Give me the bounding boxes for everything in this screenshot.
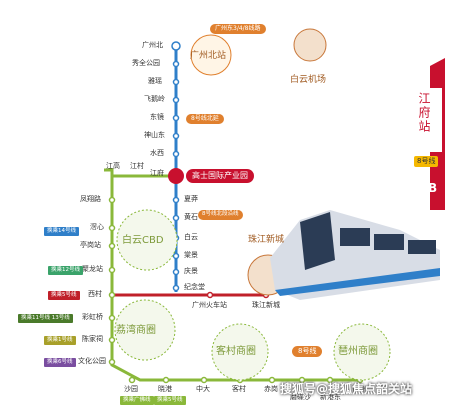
side-banner <box>412 58 445 210</box>
station-jiniantang: 纪念堂 <box>184 283 205 291</box>
train-graphic <box>270 210 440 300</box>
banner-station: 江府站 <box>417 92 431 134</box>
station-jiaoxin: 滘心 <box>90 223 104 231</box>
station-modiesha: 磨碟沙 <box>290 393 311 401</box>
station-tinggang: 亭岗站 <box>80 241 101 249</box>
tag-line14: 换乘14号线 <box>44 227 79 236</box>
area-pearl-river: 珠江新城 <box>248 235 285 245</box>
line8-south-callout: 8号线 <box>292 346 323 357</box>
station-xiaogang: 晓港 <box>158 385 172 393</box>
green-line-branch <box>104 168 114 176</box>
station-xingangdong: 新港东 <box>320 393 341 401</box>
line8-north-ext-callout: 8号线北段沿线 <box>198 210 243 220</box>
station-chigang: 赤岗 <box>264 385 278 393</box>
station-qingjing: 庆景 <box>184 267 198 275</box>
station-fengxiang: 凤翔路 <box>80 195 101 203</box>
station-shuixi: 水西 <box>150 149 164 157</box>
tag-guangfo: 换乘广佛线 <box>120 396 154 405</box>
station-pazhou: 琶洲 <box>352 385 366 393</box>
tag-line1: 换乘1号线 <box>44 336 76 345</box>
area-lihu: 荔湾商圈 <box>116 325 156 336</box>
station-xicun: 西村 <box>88 290 102 298</box>
station-jianggao: 江高 <box>106 162 120 170</box>
station-kecun: 客村 <box>232 385 246 393</box>
north-station-dots <box>171 41 181 158</box>
left-station-dots <box>108 196 116 366</box>
station-huangshi: 黄石 <box>184 213 198 221</box>
area-circles <box>114 28 391 381</box>
station-baiyun: 白云 <box>184 233 198 241</box>
station-yayao: 雅瑶 <box>148 77 162 85</box>
station-jiangcun: 江村 <box>130 162 144 170</box>
watermark: 搜狐号@搜狐焦点韶关站 <box>280 382 413 396</box>
area-airport: 白云机场 <box>290 75 327 85</box>
station-xiamang: 夏莽 <box>184 195 198 203</box>
tag-line12: 换乘12号线 <box>48 266 83 275</box>
airport-line-callout: 广州东3/4/8线路 <box>210 24 266 34</box>
area-kecun: 客村商圈 <box>216 346 256 357</box>
right-station-dots <box>172 196 180 292</box>
park-node <box>168 168 184 184</box>
station-feieling: 飞鹅岭 <box>144 95 165 103</box>
station-chenjiaci: 陈家祠 <box>82 335 103 343</box>
station-gz-railway: 广州火车站 <box>192 301 227 309</box>
station-dongjing: 东镜 <box>150 113 164 121</box>
area-baiyun-cbd: 白云CBD <box>122 235 164 246</box>
station-jiangfu: 江府 <box>150 169 164 177</box>
station-xiuquan: 秀全公园 <box>132 59 160 67</box>
area-north-station: 广州北站 <box>190 51 227 61</box>
line8-north-callout: 8号线北延 <box>186 114 224 124</box>
station-shenshandong: 神山东 <box>144 131 165 139</box>
tag-line6: 换乘6号线 <box>44 358 76 367</box>
station-zhongda: 中大 <box>196 385 210 393</box>
station-caihong: 彩虹桥 <box>82 313 103 321</box>
banner-line: 8号线 <box>414 156 439 167</box>
tag-line5: 换乘5号线 <box>48 291 80 300</box>
area-pazhou: 琶州商圈 <box>338 346 378 357</box>
station-tangjing: 棠景 <box>184 251 198 259</box>
tag-bottom-line5: 换乘5号线 <box>154 396 186 405</box>
station-julong: 聚龙站 <box>82 265 103 273</box>
station-wenhua: 文化公园 <box>78 357 106 365</box>
park-highlight: 高士国际产业园 <box>186 169 254 183</box>
banner-letter: B <box>428 181 438 195</box>
station-zhujiang: 珠江新城 <box>252 301 280 309</box>
tag-line11-13: 换乘11号线 13号线 <box>18 314 73 323</box>
station-guangzhoubei: 广州北 <box>142 41 163 49</box>
station-shayuan: 沙园 <box>124 385 138 393</box>
